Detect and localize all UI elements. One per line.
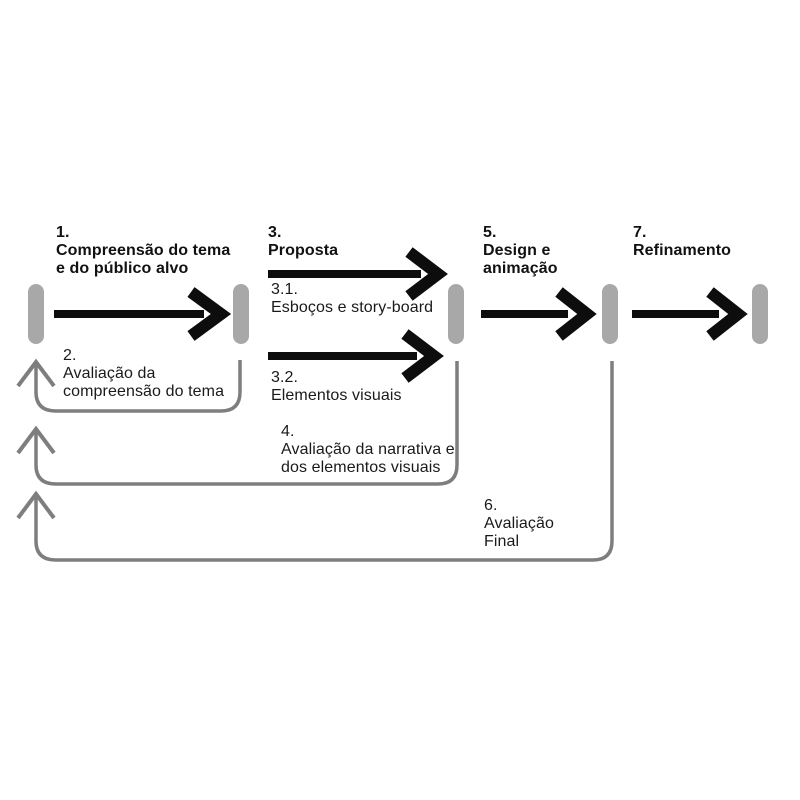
feedback-loop-2-arrowhead	[16, 358, 56, 388]
feedback-loop-4-arrowhead	[16, 425, 56, 455]
stage-node-4	[602, 284, 618, 344]
arrow-step-7-head	[706, 287, 748, 341]
label-step-7: 7. Refinamento	[633, 224, 731, 259]
feedback-loop-6	[16, 361, 614, 562]
feedback-loop-4	[16, 361, 459, 486]
stage-nodes	[28, 284, 768, 344]
arrow-step-5	[481, 287, 597, 341]
feedback-loop-6-arrowhead	[16, 490, 56, 520]
feedback-loop-6-path	[34, 361, 614, 562]
label-step-3: 3. Proposta	[268, 224, 339, 259]
stage-node-2	[233, 284, 249, 344]
feedback-loop-2	[16, 358, 242, 413]
label-step-5: 5. Design e animação	[483, 224, 558, 277]
stage-node-1	[28, 284, 44, 344]
arrow-step-3-2-head	[401, 329, 444, 383]
stage-node-5	[752, 284, 768, 344]
label-step-6: 6. Avaliação Final	[484, 497, 554, 550]
stage-node-3	[448, 284, 464, 344]
arrow-step-1-head	[187, 287, 232, 341]
arrow-step-7	[632, 287, 748, 341]
label-step-3-1: 3.1. Esboços e story-board	[271, 281, 434, 316]
label-step-4: 4. Avaliação da narrativa e dos elemento…	[281, 423, 455, 476]
arrow-step-3-2	[268, 329, 444, 383]
label-step-3-2: 3.2. Elementos visuais	[271, 369, 402, 404]
arrow-step-3-1-head	[405, 247, 448, 301]
arrow-step-1	[54, 287, 232, 341]
feedback-loop-2-path	[34, 360, 242, 413]
label-step-2: 2. Avaliação da compreensão do tema	[63, 347, 225, 400]
feedback-loop-4-path	[34, 361, 459, 486]
arrow-step-3-1	[268, 247, 448, 301]
label-step-1: 1. Compreensão do tema e do público alvo	[56, 224, 231, 277]
arrow-step-5-head	[555, 287, 597, 341]
